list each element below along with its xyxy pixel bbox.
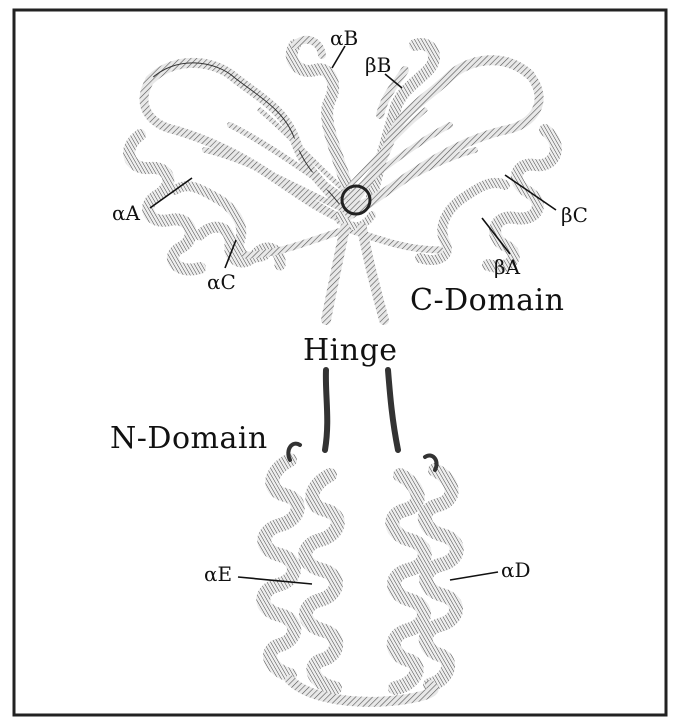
label-alpha-e: αE: [204, 564, 232, 584]
label-alpha-c: αC: [207, 272, 236, 292]
label-beta-a: βA: [494, 257, 520, 277]
label-hinge: Hinge: [303, 336, 398, 366]
label-n-domain: N-Domain: [110, 424, 268, 454]
label-alpha-a: αA: [112, 203, 140, 223]
label-alpha-d: αD: [501, 560, 531, 580]
n-domain-ribbons: [263, 444, 457, 702]
label-beta-c: βC: [561, 205, 588, 225]
label-alpha-b: αB: [330, 28, 358, 48]
label-c-domain: C-Domain: [410, 286, 564, 316]
label-beta-b: βB: [365, 55, 391, 75]
